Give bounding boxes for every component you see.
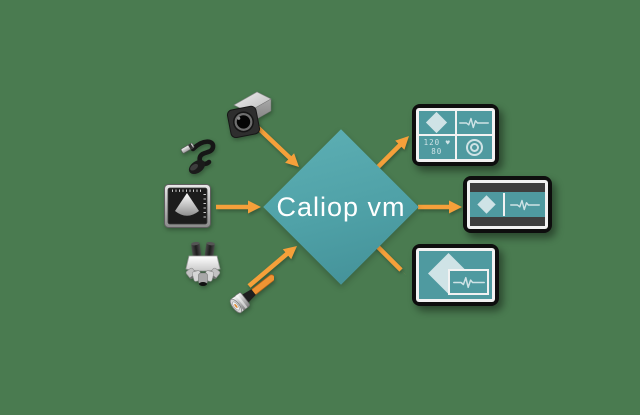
letterbox-band	[470, 192, 545, 217]
bnc-cable-device	[229, 272, 274, 314]
arrow-bnc-to-caliop	[247, 246, 297, 288]
caliop-vm-label: Caliop vm	[276, 191, 406, 222]
microscope-icon	[185, 241, 221, 286]
microscope-device	[182, 240, 224, 287]
quad-split-monitor: 120 ♥ 80	[412, 104, 499, 166]
right-eyepiece	[204, 241, 215, 258]
letterbox-monitor	[463, 176, 552, 233]
logo-diamond	[477, 195, 496, 214]
ecg-waveform-icon	[452, 276, 485, 288]
bp-systolic-line: 120 ♥	[423, 138, 450, 147]
caliop-vm-node: Caliop vm	[263, 129, 419, 285]
monitor-bezel: 120 ♥ 80	[416, 108, 495, 162]
ultrasound-monitor-icon	[164, 184, 211, 228]
arrow-caliop-to-letterbox-monitor	[418, 200, 462, 214]
monitor-bezel	[467, 180, 548, 229]
ecg-pane	[456, 111, 492, 134]
objective-turret	[185, 267, 221, 286]
letterbox-bottom-bar	[470, 217, 545, 226]
pip-monitor	[412, 244, 499, 306]
oxygen-ring-icon	[465, 139, 483, 156]
monitor-bezel	[416, 248, 495, 302]
ecg-waveform-icon	[459, 117, 490, 128]
arrow-caliop-to-pip-monitor	[372, 241, 409, 278]
heart-icon: ♥	[445, 139, 450, 147]
quad-screen: 120 ♥ 80	[419, 111, 492, 159]
bnc-connector-icon	[229, 274, 274, 314]
screen-divider	[503, 193, 505, 216]
ultrasound-fan-image	[175, 193, 199, 216]
ecg-waveform-icon	[510, 199, 540, 210]
endoscope-icon	[180, 139, 216, 175]
left-eyepiece	[191, 241, 202, 258]
letterbox-screen	[470, 183, 545, 226]
video-camera-device	[226, 88, 274, 140]
logo-diamond	[426, 111, 448, 134]
arrow-ultrasound-to-caliop	[216, 200, 261, 214]
video-camera-icon	[226, 91, 272, 139]
pip-window	[448, 269, 489, 295]
oxygen-ring-pane	[456, 136, 492, 159]
logo-diamond-pane	[419, 111, 455, 134]
ultrasound-device	[164, 184, 211, 228]
pip-screen	[419, 251, 492, 299]
blood-pressure-pane: 120 ♥ 80	[419, 136, 455, 159]
letterbox-top-bar	[470, 183, 545, 192]
bp-diastolic-line: 80	[431, 146, 443, 156]
endoscope-device	[180, 136, 218, 176]
